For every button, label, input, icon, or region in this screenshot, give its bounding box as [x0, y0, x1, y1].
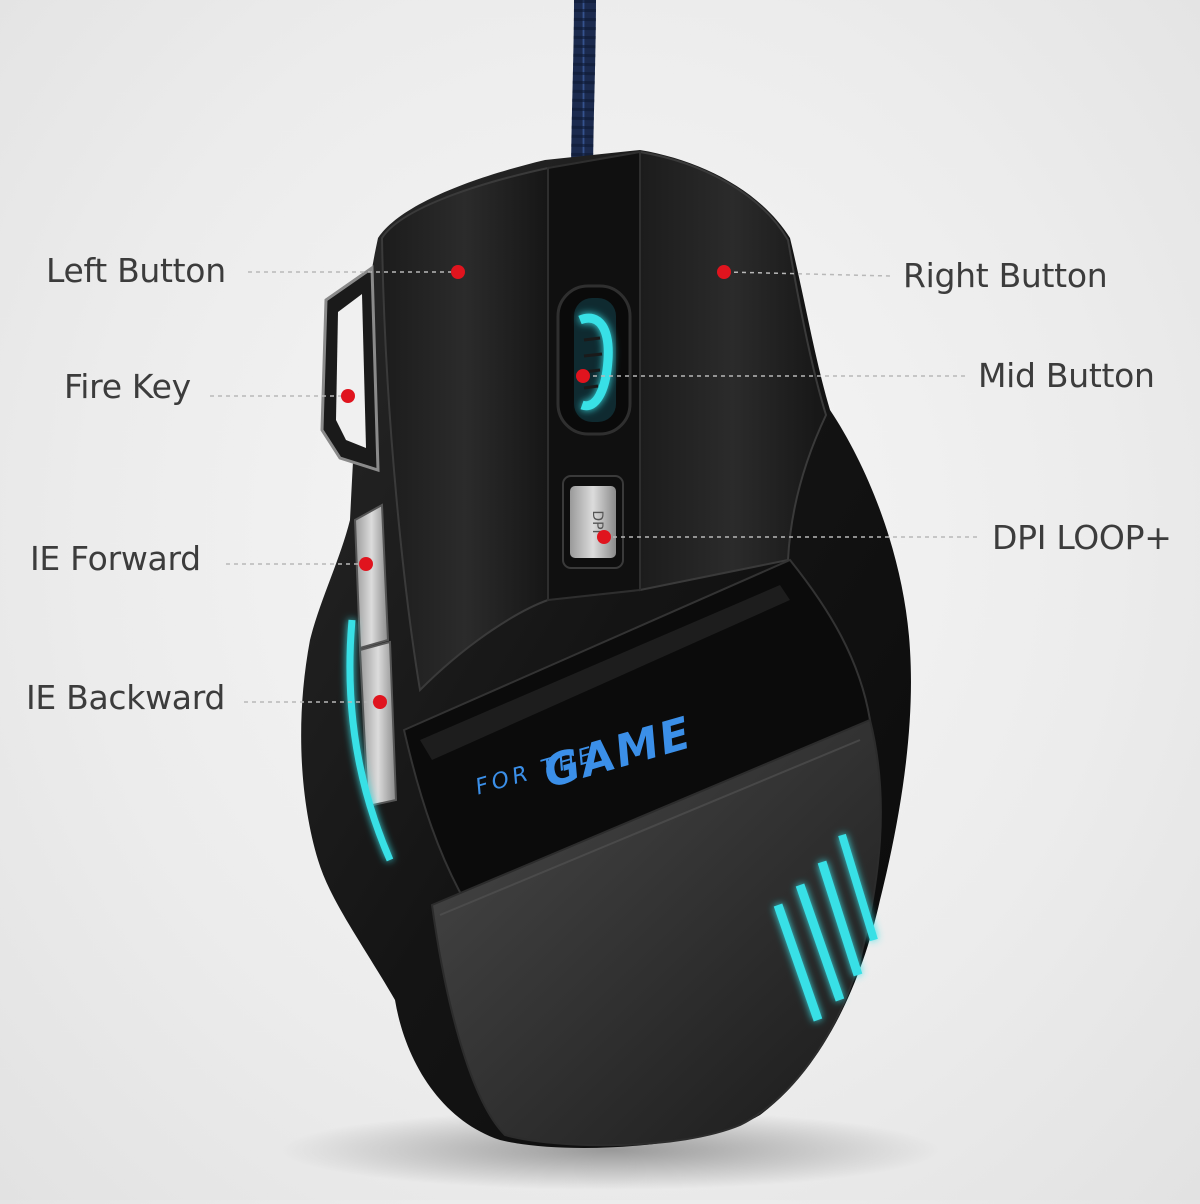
marker-dpi-loop [597, 530, 611, 544]
callout-lines [210, 271, 978, 703]
mouse-shadow [280, 1110, 940, 1190]
label-ie-forward: IE Forward [30, 539, 201, 578]
marker-fire-key [341, 389, 355, 403]
label-ie-backward: IE Backward [26, 678, 226, 717]
marker-ie-backward [373, 695, 387, 709]
marker-ie-forward [359, 557, 373, 571]
dpi-button-label: DPI [589, 510, 605, 533]
right-glow-vents [773, 833, 878, 1022]
label-right-button: Right Button [903, 256, 1108, 295]
left-glow-strip [346, 619, 394, 862]
label-dpi-loop: DPI LOOP+ [992, 518, 1172, 557]
ie-backward-key [358, 640, 398, 808]
label-mid-button: Mid Button [978, 356, 1155, 395]
callout-markers [341, 265, 731, 709]
label-left-button: Left Button [46, 251, 226, 290]
scroll-wheel-glow [578, 313, 613, 411]
left-button-panel [380, 166, 549, 693]
marker-right-button [717, 265, 731, 279]
palm-rest [430, 718, 882, 1147]
dpi-button: DPI [562, 475, 624, 569]
label-fire-key: Fire Key [64, 367, 191, 406]
ie-forward-key [353, 503, 390, 650]
right-button-panel [639, 150, 828, 592]
marker-mid-button [576, 369, 590, 383]
marker-left-button [451, 265, 465, 279]
